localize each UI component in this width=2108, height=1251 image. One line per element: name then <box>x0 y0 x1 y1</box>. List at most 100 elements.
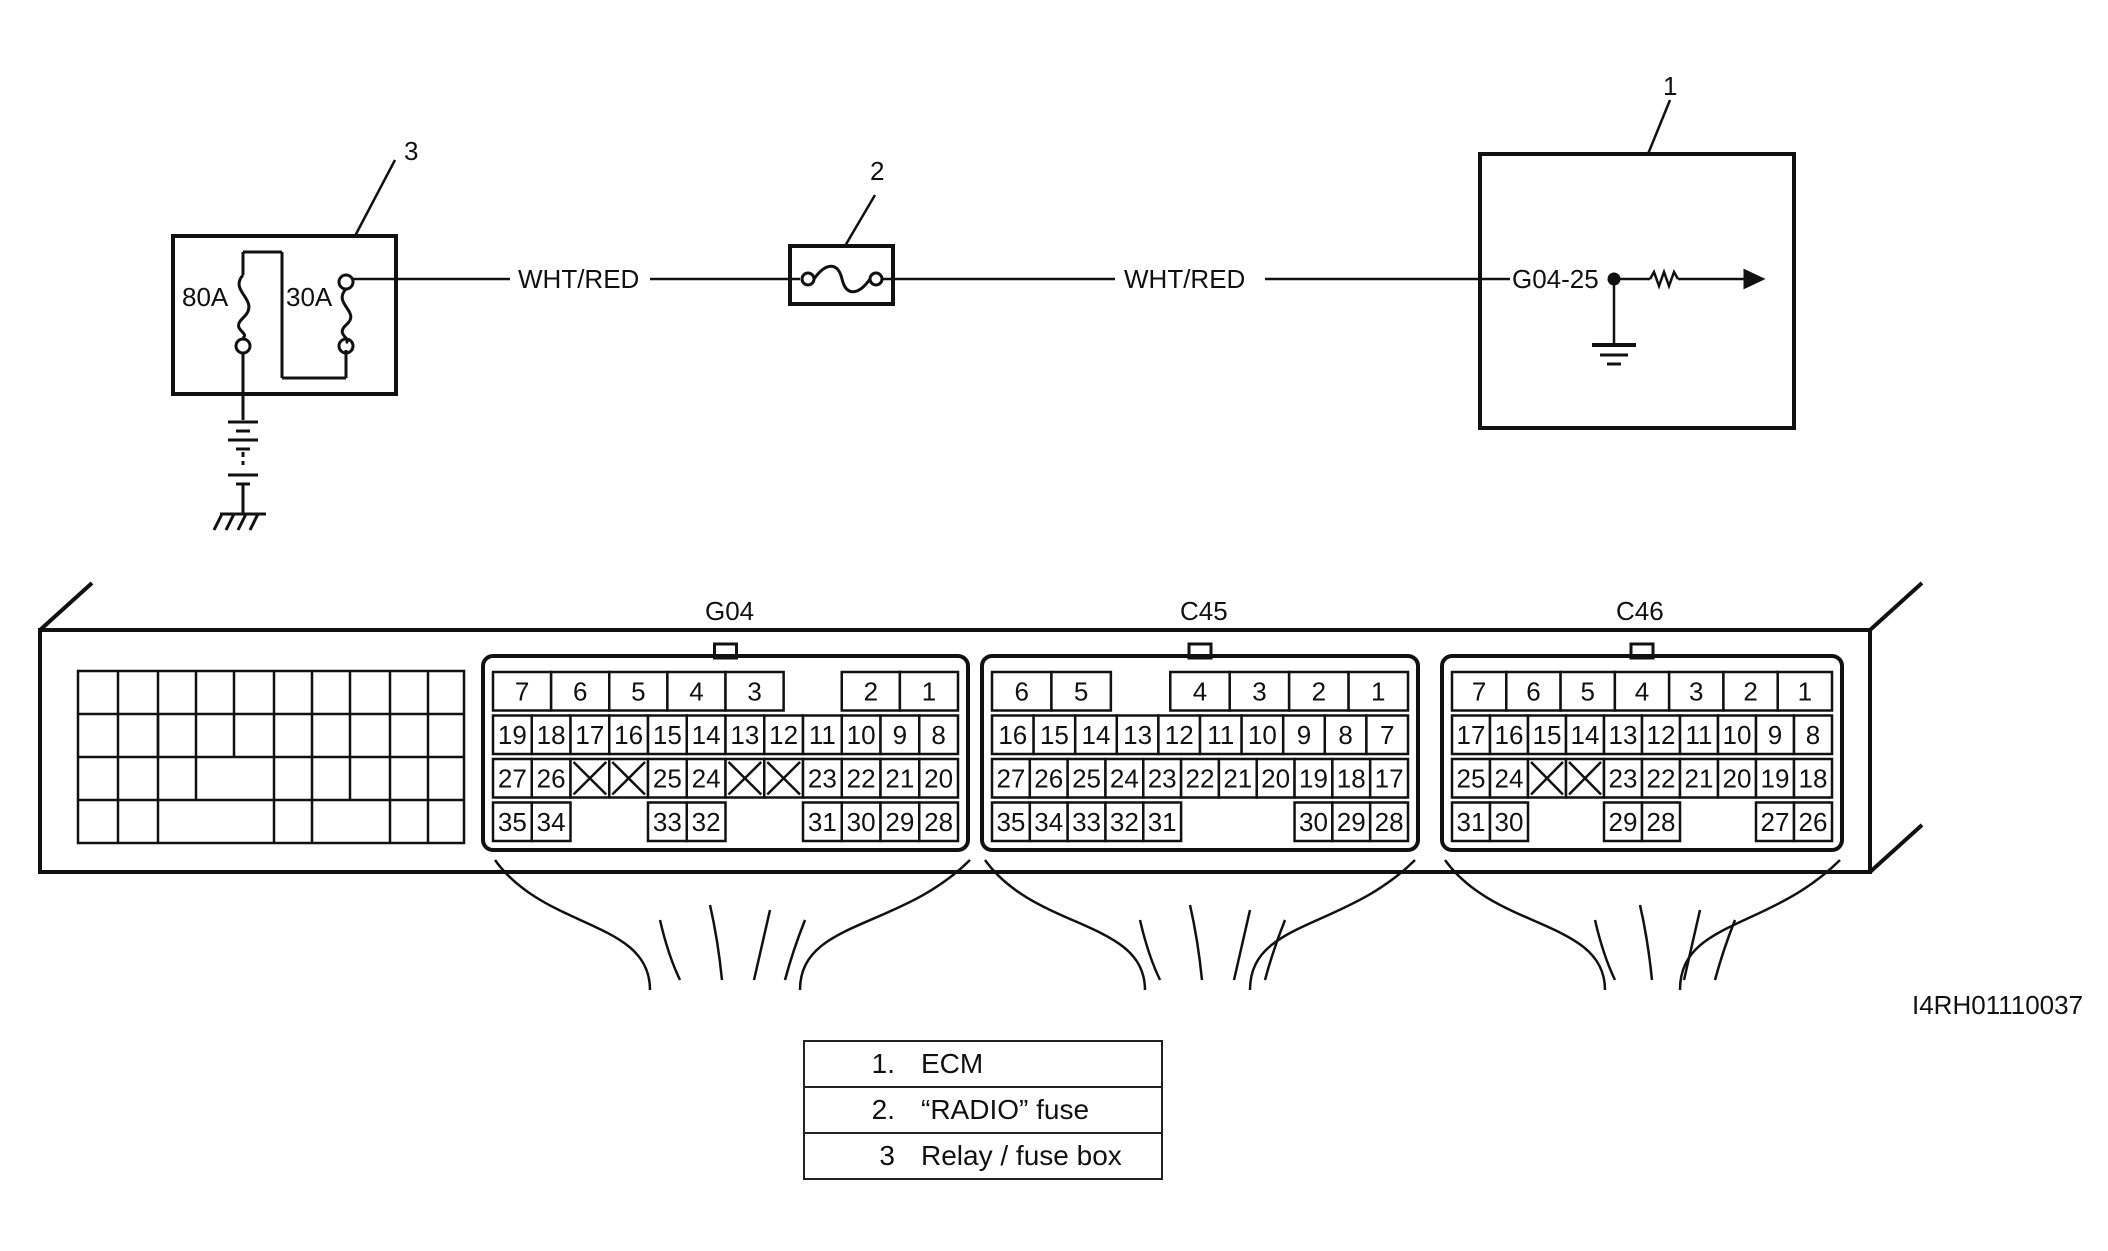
pin-number: 30 <box>1495 807 1524 837</box>
connector-cavity <box>1792 801 1834 843</box>
pin-number: 26 <box>1034 763 1063 793</box>
pin-number: 18 <box>1337 763 1366 793</box>
battery-icon <box>228 420 258 514</box>
connector-cavity <box>1613 670 1671 712</box>
legend-table: 1. ECM 2. “RADIO” fuse 3 Relay / fuse bo… <box>803 1040 1163 1180</box>
relay-fuse-box <box>171 234 398 396</box>
connector-cavity <box>879 801 921 843</box>
legend-number: 3 <box>804 1132 921 1179</box>
legend-text: “RADIO” fuse <box>921 1086 1162 1133</box>
connector-cavity <box>1287 670 1350 712</box>
pin-number: 24 <box>1495 763 1524 793</box>
connector-cavity <box>530 714 572 756</box>
pin-number: 14 <box>1082 720 1111 750</box>
connector-cavity <box>646 757 688 799</box>
fuse-callout: 2 <box>870 156 884 186</box>
connector-cavity <box>646 801 688 843</box>
connector-cavity <box>685 714 727 756</box>
pin-number: 35 <box>996 807 1025 837</box>
connector-cavity <box>1792 714 1834 756</box>
connector-cavity <box>1217 757 1258 799</box>
pin-number: 28 <box>924 807 953 837</box>
connector-cavity <box>1179 757 1221 799</box>
pin-number: 9 <box>1768 720 1782 750</box>
blocked-cavity-icon <box>1530 761 1564 796</box>
pin-number: 1 <box>1798 676 1812 706</box>
pin-number: 27 <box>1761 807 1790 837</box>
arrow-icon <box>1743 268 1766 290</box>
pin-number: 31 <box>1148 807 1177 837</box>
pin-number: 13 <box>1123 720 1152 750</box>
pin-number: 19 <box>498 720 527 750</box>
pin-number: 27 <box>498 763 527 793</box>
pin-number: 12 <box>1647 720 1676 750</box>
pin-number: 6 <box>573 676 587 706</box>
pin-number: 2 <box>864 676 878 706</box>
pin-number: 11 <box>809 720 836 750</box>
connector-latch-icon <box>1187 642 1213 660</box>
fuse-80a-label: 80A <box>182 282 229 312</box>
connector-cavity <box>1640 714 1682 756</box>
pin-number: 24 <box>692 763 721 793</box>
connector-cavity <box>1142 801 1183 843</box>
pin-number: 24 <box>1110 763 1139 793</box>
pin-number: 11 <box>1207 720 1234 750</box>
connector-cavity <box>1368 801 1410 843</box>
connector-cavity <box>491 801 533 843</box>
pin-number: 33 <box>1072 807 1101 837</box>
connector-cavity <box>1559 670 1617 712</box>
connector-cavity <box>1050 670 1113 712</box>
connector-cavity <box>1368 757 1410 799</box>
connector-cavity <box>1505 670 1562 712</box>
pin-number: 7 <box>515 676 529 706</box>
legend-text: Relay / fuse box <box>921 1132 1162 1179</box>
pin-number: 34 <box>537 807 566 837</box>
connector-cavity <box>1792 757 1834 799</box>
pin-number: 19 <box>1761 763 1790 793</box>
connector-cavity <box>1293 801 1334 843</box>
connector-cavity <box>840 757 882 799</box>
blocked-cavity-icon <box>611 761 646 796</box>
legend-row: 3 Relay / fuse box <box>804 1132 1162 1179</box>
pin-number: 14 <box>1571 720 1600 750</box>
pin-number: 23 <box>808 763 837 793</box>
pin-number: 13 <box>730 720 759 750</box>
connector-cavity <box>1640 801 1682 843</box>
pin-number: 29 <box>1609 807 1638 837</box>
pin-number: 26 <box>537 763 566 793</box>
pin-number: 20 <box>924 763 953 793</box>
pin-number: 29 <box>885 807 914 837</box>
pin-number: 11 <box>1686 720 1713 750</box>
pin-number: 25 <box>1457 763 1486 793</box>
radio-fuse <box>788 244 895 306</box>
connector-cavity <box>990 670 1053 712</box>
pin-number: 12 <box>769 720 798 750</box>
pin-number: 10 <box>847 720 876 750</box>
connector-cavity <box>918 714 960 756</box>
fuse-30a-label: 30A <box>286 282 333 312</box>
pin-number: 4 <box>1193 676 1207 706</box>
figure-id: I4RH01110037 <box>1912 990 2083 1020</box>
pin-number: 32 <box>692 807 721 837</box>
pin-number: 6 <box>1014 676 1028 706</box>
pin-number: 29 <box>1337 807 1366 837</box>
connector-cavity <box>685 801 727 843</box>
pin-number: 32 <box>1110 807 1139 837</box>
wire-bundles <box>493 859 1841 991</box>
connector-cavity <box>1722 670 1779 712</box>
pin-number: 8 <box>1338 720 1352 750</box>
connector-cavity <box>801 801 843 843</box>
connector-cavity <box>1450 757 1492 799</box>
connector-name-g04: G04 <box>705 596 754 626</box>
connector-cavity <box>840 714 882 756</box>
fuse-30a-icon <box>340 287 353 345</box>
connector-cavity <box>1716 757 1758 799</box>
resistor-icon <box>1648 268 1680 290</box>
connector-cavity <box>1667 670 1725 712</box>
connector-cavity <box>1450 801 1492 843</box>
pin-number: 28 <box>1647 807 1676 837</box>
pin-number: 15 <box>1533 720 1562 750</box>
connector-frame-c46 <box>1440 654 1844 852</box>
pin-number: 18 <box>1799 763 1828 793</box>
pin-number: 4 <box>1635 676 1649 706</box>
